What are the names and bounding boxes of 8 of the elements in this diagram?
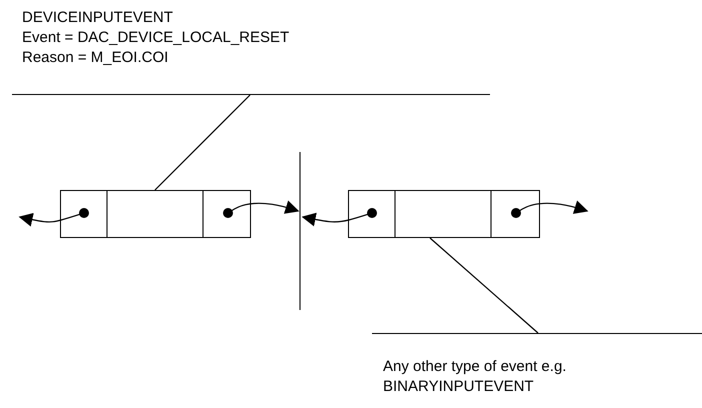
annotation-text: Reason = M_EOI.COI [22,48,170,68]
list-element-box [60,190,251,238]
annotation-text: Event = DAC_DEVICE_LOCAL_RESET [22,28,290,48]
annotation-text: DEVICEINPUTEVENT [22,8,174,28]
leader-line [430,238,538,334]
list-element-box [348,190,540,238]
leader-line [154,94,250,190]
annotation-text: Any other type of event e.g. BINARYINPUTEVENT [383,357,568,397]
